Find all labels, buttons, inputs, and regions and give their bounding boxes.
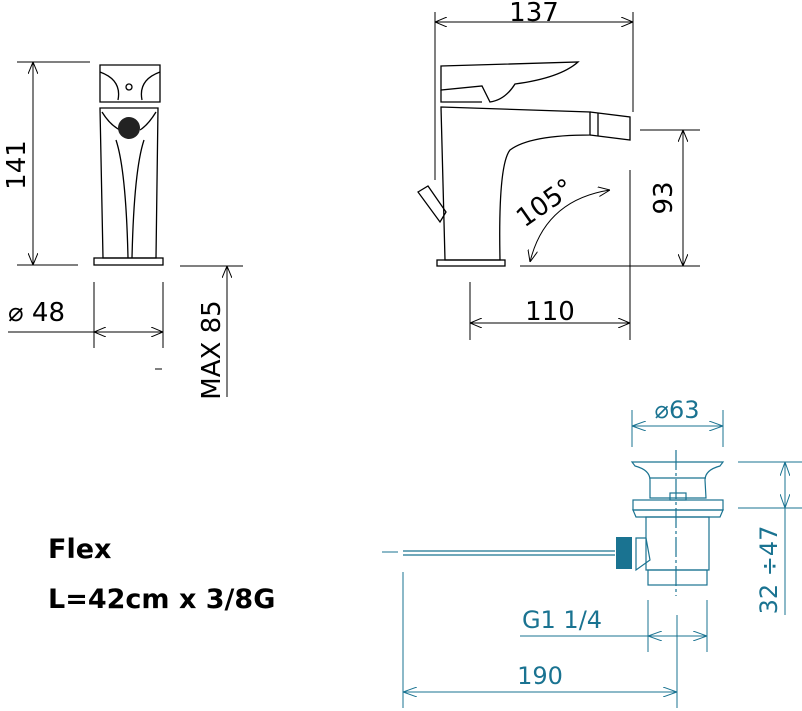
angle-dimension: 105° (511, 173, 580, 234)
waste-length-dimension: 190 (517, 662, 563, 690)
front-view-faucet (93, 64, 164, 266)
pop-up-waste (403, 450, 725, 596)
aerator-icon (118, 117, 140, 139)
product-name: Flex (48, 534, 112, 565)
spout-height-dimension: 93 (649, 181, 679, 214)
thread-dimension: G1 1/4 (522, 606, 602, 634)
knurled-nut-icon (616, 537, 632, 569)
waste-dimensions (382, 410, 802, 708)
adjustable-range-dimension: 32 ÷47 (755, 526, 783, 615)
max-thickness-dimension: MAX 85 (197, 300, 227, 399)
waste-diameter-dimension: ⌀63 (655, 396, 700, 424)
diameter-dimension: ⌀ 48 (8, 298, 65, 328)
flex-spec: L=42cm x 3/8G (48, 584, 276, 615)
side-dimensions (434, 12, 700, 340)
height-dimension: 141 (2, 140, 32, 190)
front-dimensions (8, 61, 243, 397)
reach-dimension: 110 (525, 297, 575, 327)
side-view-faucet (417, 61, 631, 267)
length-dimension: 137 (509, 0, 559, 28)
